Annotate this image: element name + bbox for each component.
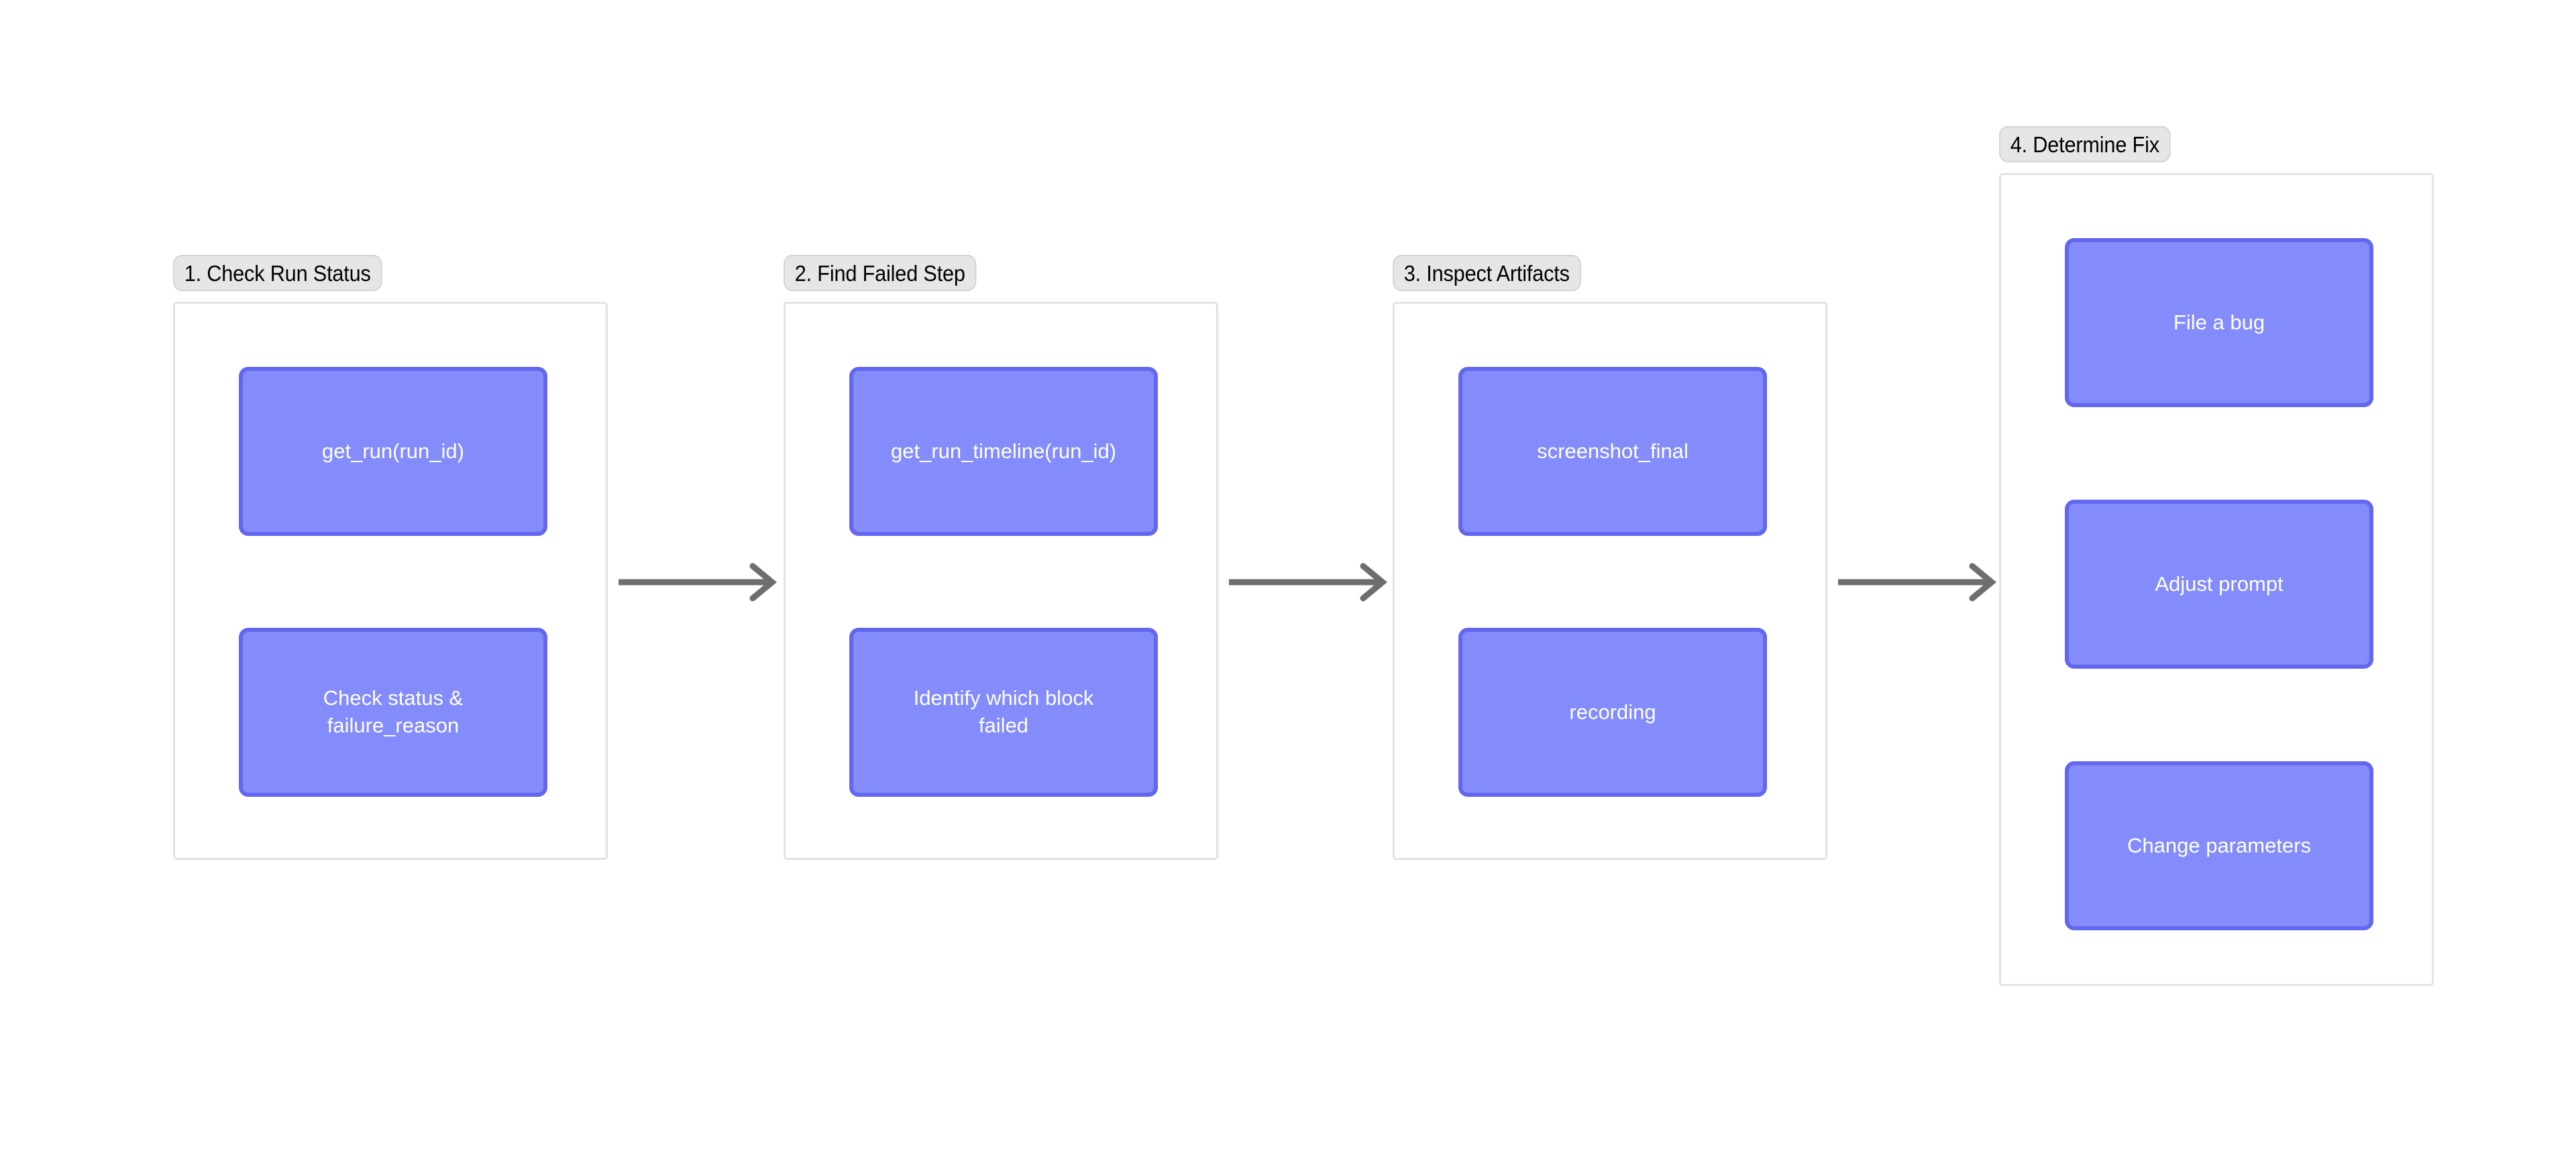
edge-cluster2-to-cluster3 bbox=[1229, 563, 1388, 602]
arrowhead-icon bbox=[1969, 563, 1997, 602]
arrowhead-icon bbox=[749, 563, 777, 602]
cluster-label-4: 4. Determine Fix bbox=[1999, 126, 2171, 162]
cluster-1-check-run-status: get_run(run_id) Check status & failure_r… bbox=[173, 302, 608, 860]
node-check-status[interactable]: Check status & failure_reason bbox=[239, 628, 547, 797]
cluster-label-3: 3. Inspect Artifacts bbox=[1393, 255, 1581, 291]
cluster-label-2: 2. Find Failed Step bbox=[784, 255, 977, 291]
cluster-3-inspect-artifacts: screenshot_final recording bbox=[1393, 302, 1827, 860]
arrowhead-icon bbox=[1360, 563, 1388, 602]
cluster-2-find-failed-step: get_run_timeline(run_id) Identify which … bbox=[784, 302, 1218, 860]
cluster-4-determine-fix: File a bug Adjust prompt Change paramete… bbox=[1999, 173, 2434, 986]
node-get-run[interactable]: get_run(run_id) bbox=[239, 367, 547, 536]
node-adjust-prompt[interactable]: Adjust prompt bbox=[2065, 500, 2373, 669]
node-recording[interactable]: recording bbox=[1458, 628, 1767, 797]
node-identify-which-block-failed[interactable]: Identify which block failed bbox=[849, 628, 1158, 797]
edge-cluster1-to-cluster2 bbox=[619, 563, 777, 602]
node-change-parameters[interactable]: Change parameters bbox=[2065, 761, 2373, 930]
cluster-label-1: 1. Check Run Status bbox=[173, 255, 382, 291]
node-screenshot-final[interactable]: screenshot_final bbox=[1458, 367, 1767, 536]
node-get-run-timeline[interactable]: get_run_timeline(run_id) bbox=[849, 367, 1158, 536]
node-file-a-bug[interactable]: File a bug bbox=[2065, 238, 2373, 407]
edge-cluster3-to-cluster4 bbox=[1838, 563, 1997, 602]
